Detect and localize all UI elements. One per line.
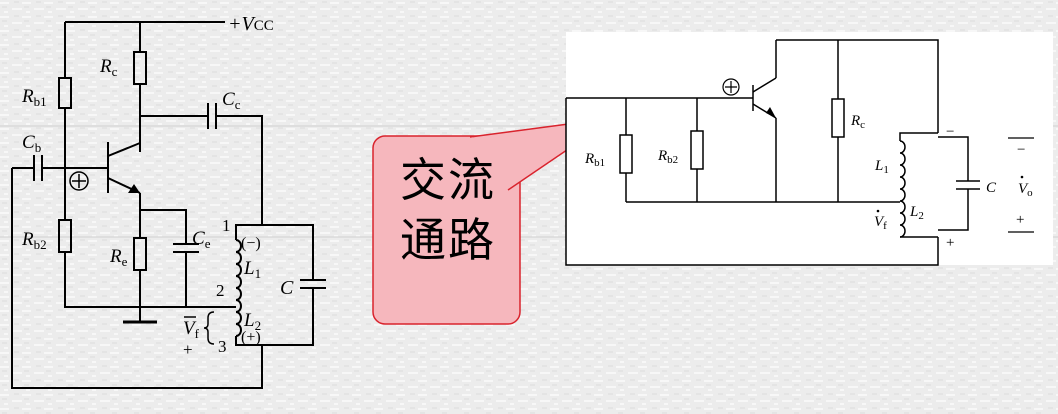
right-output-minus: − (1017, 142, 1025, 158)
right-label-rb2: Rb2 (657, 148, 678, 166)
right-panel (566, 32, 1053, 265)
right-plus-circle-cross (725, 81, 737, 93)
left-vf-plus: + (183, 340, 193, 359)
left-circuit (11, 21, 326, 389)
right-vf-dot (876, 209, 880, 213)
left-label-vcc: +VCC (228, 13, 274, 35)
left-label-rc: Rc (99, 56, 118, 79)
right-label-vf: Vf (874, 214, 887, 232)
right-vo-dot (1020, 175, 1024, 179)
left-coil-plus: (+) (241, 329, 261, 346)
callout-line-2: 通路 (400, 213, 496, 267)
right-coil-plus: + (946, 235, 954, 251)
left-label-ce: Ce (192, 228, 211, 251)
callout-text: 交流 通路 (383, 150, 513, 270)
right-transistor-arrow (766, 107, 776, 118)
left-label-re: Re (109, 246, 128, 269)
right-label-l2: L2 (909, 204, 924, 222)
left-label-rb1: Rb1 (21, 86, 47, 109)
right-circuit (565, 39, 980, 266)
right-label-rc: Rc (850, 113, 865, 131)
callout-pointer-mask (469, 137, 507, 189)
right-label-l1: L1 (874, 158, 889, 176)
left-transistor-arrow (128, 184, 140, 193)
left-tap-3: 3 (218, 337, 227, 356)
left-coil-minus: (−) (241, 235, 261, 252)
left-label-rb2: Rb2 (21, 229, 47, 252)
right-label-c: C (986, 180, 997, 196)
right-label-rb1: Rb1 (584, 151, 605, 169)
right-coil-minus: − (946, 124, 954, 140)
left-tap-1: 1 (222, 216, 231, 235)
right-label-vo: Vo (1018, 181, 1033, 199)
left-label-l2: L2 (243, 310, 261, 333)
left-label-cc: Cc (222, 89, 241, 112)
left-label-l1: L1 (243, 258, 261, 281)
left-label-vf: Vf (183, 318, 200, 341)
left-tap-2: 2 (216, 281, 225, 300)
left-plus-circle-icon (69, 171, 89, 191)
left-label-cb: Cb (22, 132, 41, 155)
callout-line-1: 交流 (400, 153, 496, 207)
left-label-c: C (280, 277, 294, 299)
left-plus-circle-cross (72, 174, 86, 188)
right-output-plus: + (1016, 212, 1024, 228)
